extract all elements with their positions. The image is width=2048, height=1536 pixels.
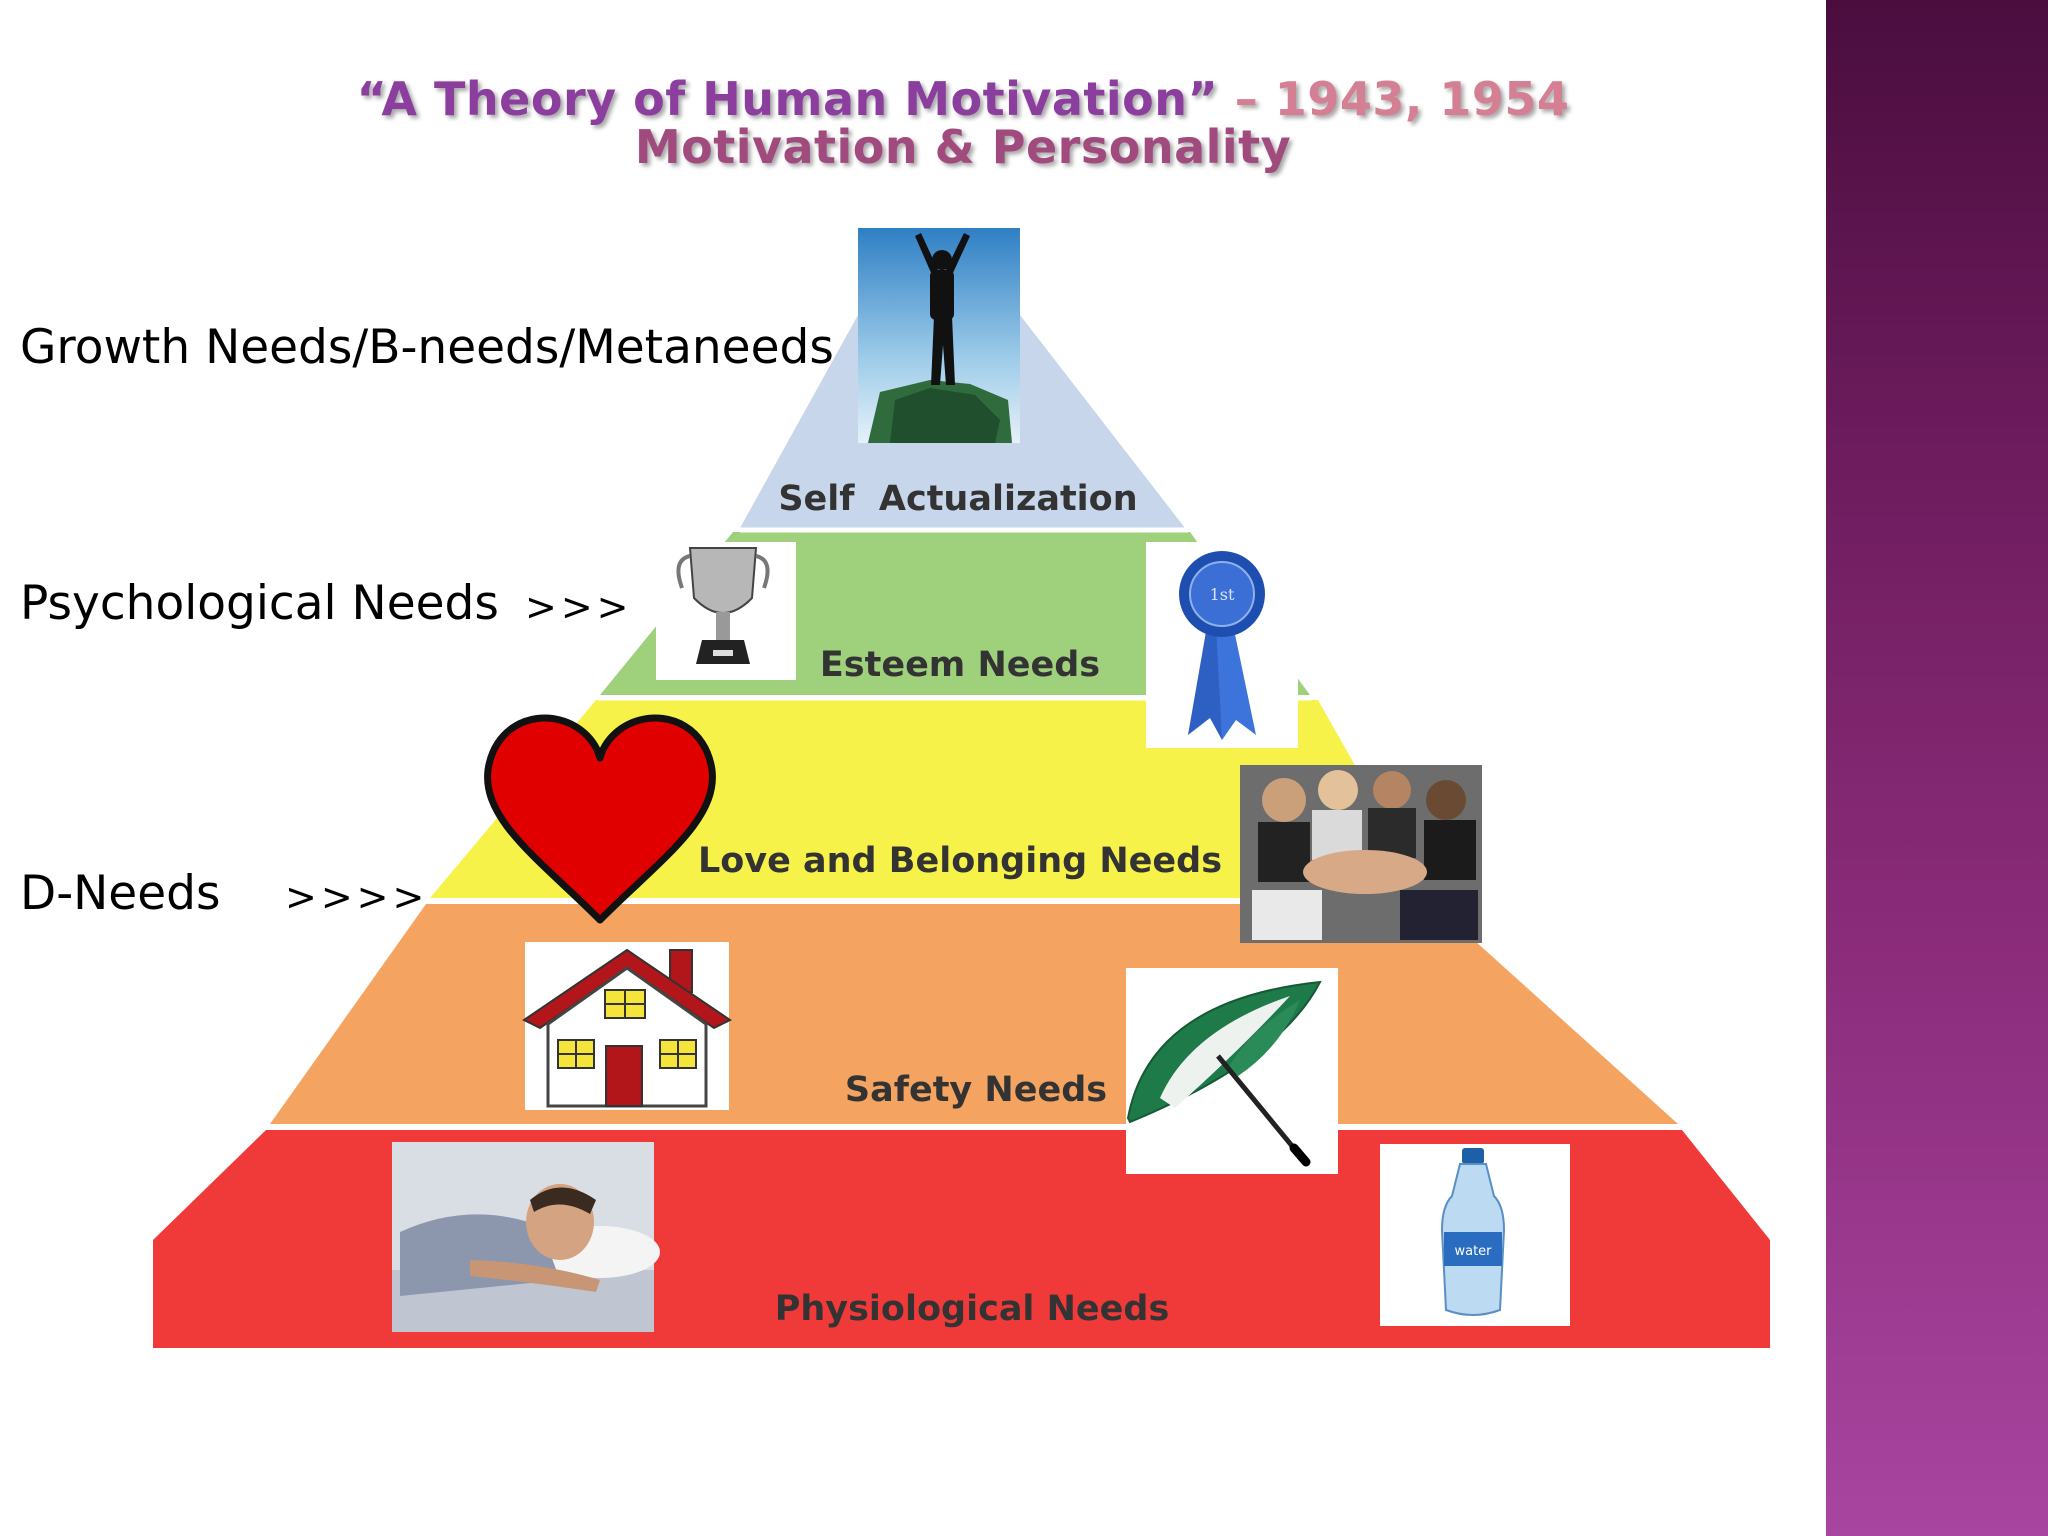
growth-needs-label: Growth Needs/B-needs/Metaneeds: [20, 320, 834, 375]
slide-subtitle: Motivation & Personality: [634, 120, 1292, 174]
house-icon: [522, 942, 732, 1110]
tier-label-safety: Safety Needs: [845, 1070, 1107, 1110]
heart-icon: [484, 714, 716, 924]
first-place-ribbon-icon: 1st: [1146, 542, 1298, 748]
tier-label-physiological: Physiological Needs: [775, 1289, 1170, 1329]
bottle-label-text: water: [1454, 1244, 1492, 1259]
ribbon-text: 1st: [1210, 585, 1235, 604]
sleeping-person-photo: [392, 1142, 660, 1332]
water-bottle-icon: water: [1380, 1144, 1570, 1326]
title-part-1: “A Theory of Human Motivation”: [356, 72, 1219, 126]
psychological-needs-label: Psychological Needs: [20, 576, 499, 631]
tier-label-love-belonging: Love and Belonging Needs: [698, 841, 1222, 881]
tier-label-esteem: Esteem Needs: [820, 645, 1100, 685]
psychological-arrows: >>>: [525, 585, 633, 629]
trophy-icon: [656, 542, 796, 680]
tier-label-self-actualization: Self Actualization: [778, 479, 1137, 519]
summit-climber-image: [858, 228, 1020, 443]
slide-title: “A Theory of Human Motivation” – 1943, 1…: [0, 74, 1926, 124]
d-needs-label: D-Needs: [20, 866, 221, 921]
d-needs-arrows: >>>>: [285, 875, 429, 919]
group-hands-photo: [1240, 765, 1482, 943]
side-decoration-bar: [1826, 0, 2048, 1536]
umbrella-icon: [1126, 968, 1338, 1174]
title-part-2: – 1943, 1954: [1218, 72, 1570, 126]
